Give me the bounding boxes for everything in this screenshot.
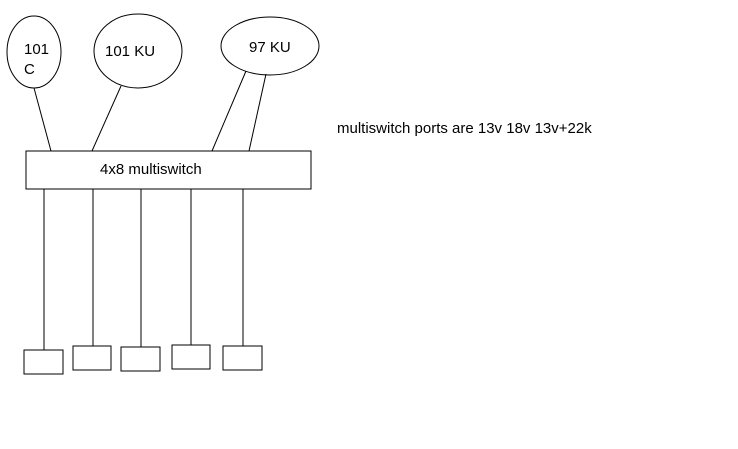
cable-97ku-to-switch-a <box>211 70 247 152</box>
receiver-box-3 <box>120 346 161 372</box>
receiver-box-2 <box>72 345 112 371</box>
dish-101c-label-line1: 101 <box>24 41 49 58</box>
dish-101ku-label: 101 KU <box>105 43 155 60</box>
receiver-box-1 <box>23 349 64 375</box>
dish-97ku-ellipse <box>220 16 320 76</box>
dish-97ku-label: 97 KU <box>249 39 291 56</box>
cable-101ku-to-switch <box>91 85 122 152</box>
dish-101ku-ellipse <box>93 13 183 89</box>
receiver-box-4 <box>171 344 211 370</box>
multiswitch-box <box>25 150 312 190</box>
multiswitch-label: 4x8 multiswitch <box>100 161 202 178</box>
receiver-box-5 <box>222 345 263 371</box>
ports-note: multiswitch ports are 13v 18v 13v+22k <box>337 120 592 137</box>
cable-101c-to-switch <box>33 87 52 152</box>
cable-97ku-to-switch-b <box>248 73 267 152</box>
dish-101c-label-line2: C <box>24 61 35 78</box>
